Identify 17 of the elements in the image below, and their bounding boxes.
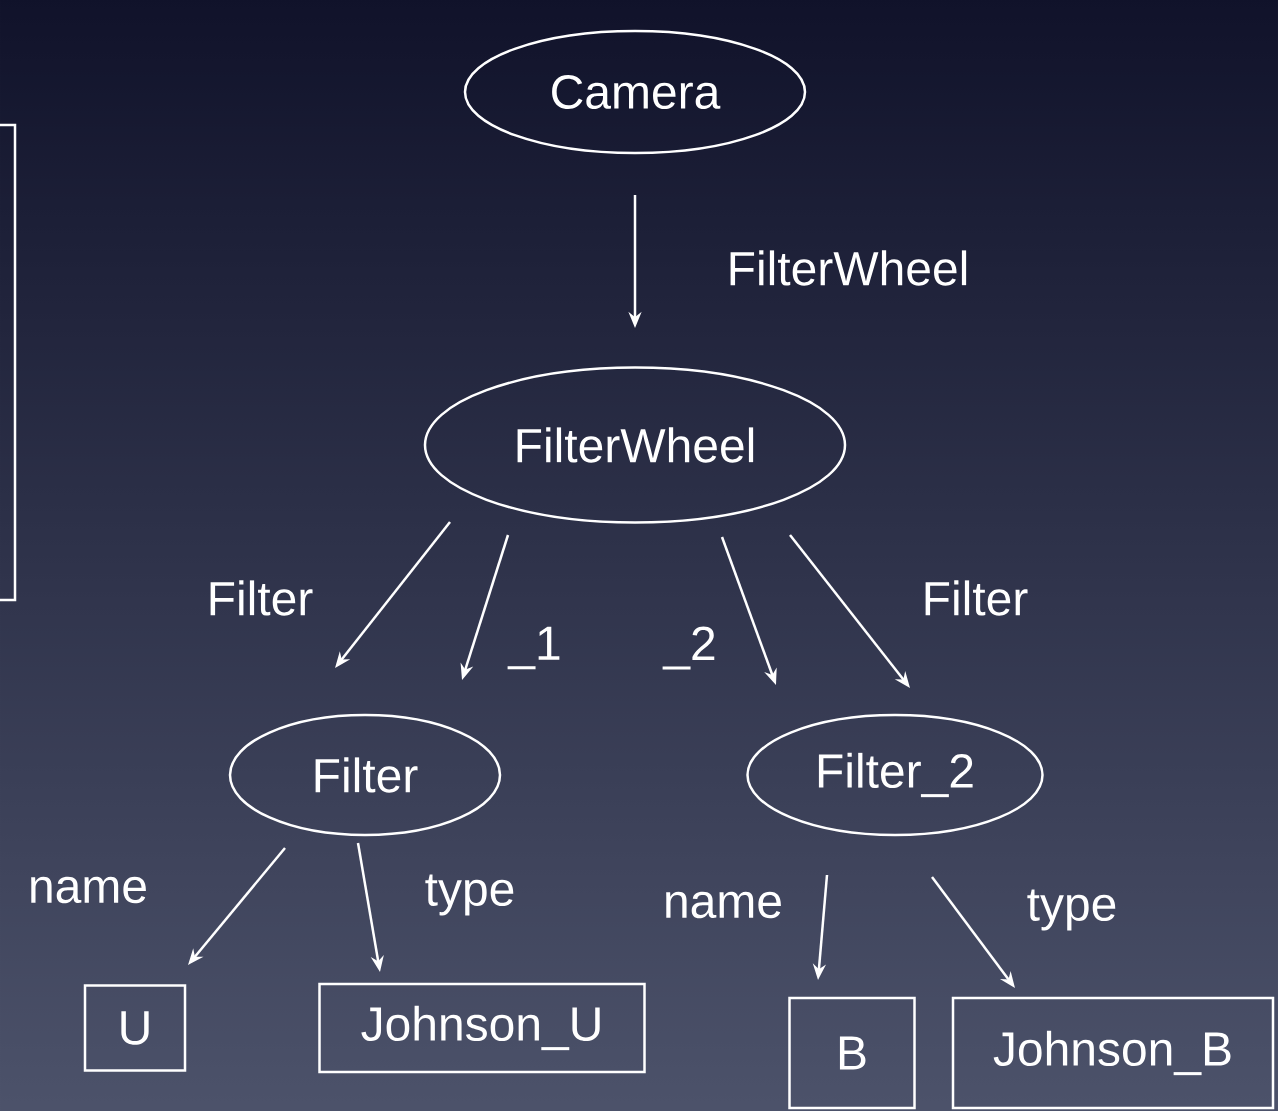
ellipse-node: Camera [463, 29, 807, 155]
edge-label: name [666, 891, 781, 919]
ellipse-node: Filter_2 [746, 713, 1044, 837]
value-box: Johnson_B [951, 996, 1275, 1110]
edge-label: FilterWheel [730, 250, 967, 286]
ellipse-node: FilterWheel [423, 366, 847, 524]
value-box: B [788, 996, 916, 1110]
value-box: U [83, 984, 187, 1072]
edge-label: _1 [507, 626, 560, 670]
edge-label: name [31, 876, 146, 904]
edge-label: type [425, 874, 514, 916]
edge-label: type [1027, 889, 1116, 931]
ellipse-node: Filter [228, 713, 502, 837]
edge-label: _2 [662, 626, 715, 670]
value-box: Johnson_U [318, 982, 646, 1074]
edge-label: Filter [210, 580, 313, 616]
edge-label: Filter [925, 580, 1028, 616]
